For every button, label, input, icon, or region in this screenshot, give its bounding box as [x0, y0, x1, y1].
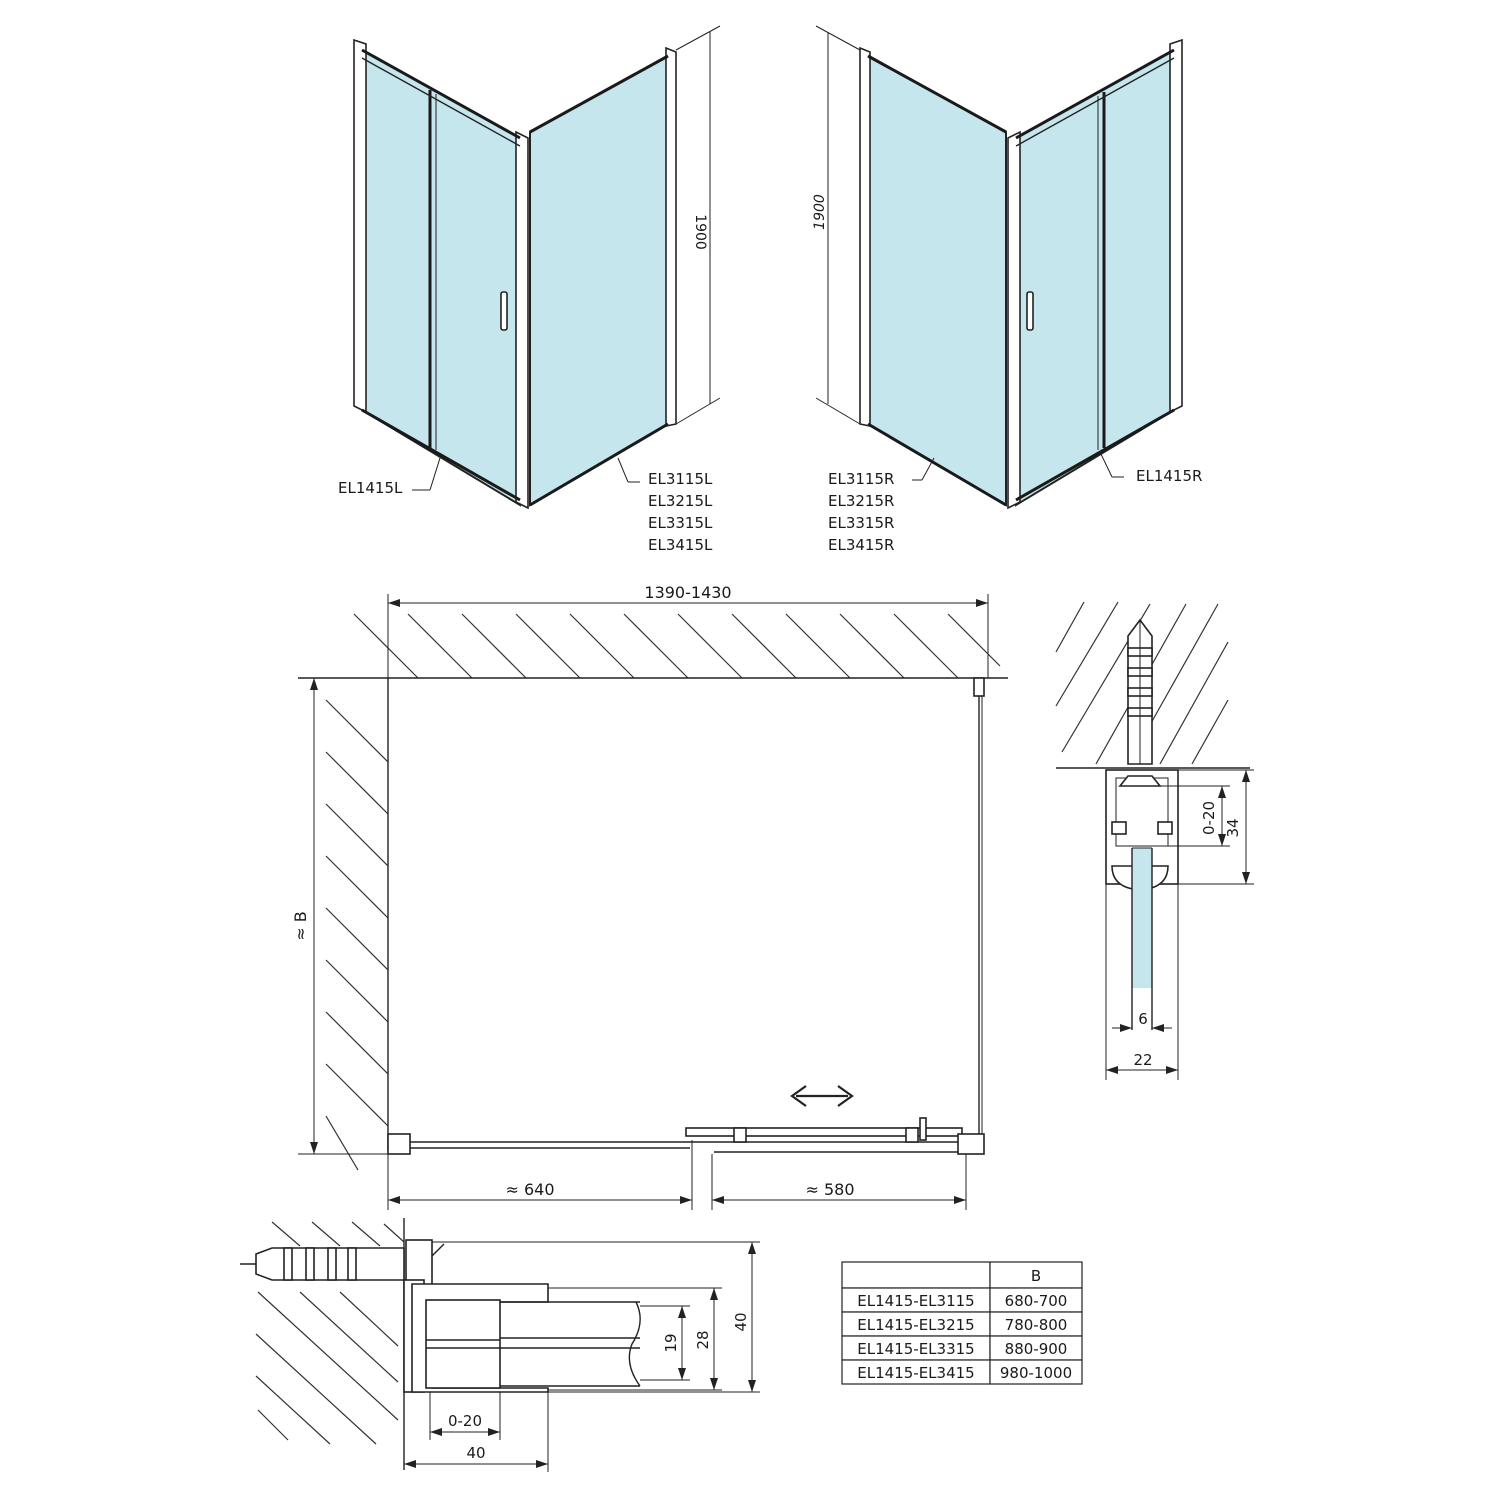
- door-handle: [500, 291, 508, 331]
- panel-label-2: EL3215L: [648, 492, 713, 510]
- top-wall-hatch: [353, 613, 1001, 679]
- door-handle: [1026, 291, 1034, 331]
- table-cell-b: 780-800: [1005, 1316, 1068, 1334]
- table-cell-model: EL1415-EL3215: [857, 1316, 974, 1334]
- table-cell-model: EL1415-EL3415: [857, 1364, 974, 1382]
- perspective-view-right: 1900 EL3115R EL3215R EL3315R EL3415R EL1…: [812, 25, 1202, 554]
- table-cell-b: 980-1000: [1000, 1364, 1072, 1382]
- table-cell-model: EL1415-EL3315: [857, 1340, 974, 1358]
- label-40-vertical: 40: [732, 1312, 750, 1331]
- panel-label-1: EL3115R: [828, 470, 894, 488]
- left-wall-hatch: [325, 699, 389, 1171]
- height-label: 34: [1224, 818, 1242, 837]
- wall-profile-detail: 0-20 34 6 22: [1055, 601, 1254, 1080]
- right-segment-label: ≈ 580: [805, 1180, 854, 1199]
- door-glass-left: [361, 48, 521, 507]
- corner-wall-hatch: [255, 1221, 405, 1445]
- door-glass-right: [1015, 48, 1175, 507]
- floor-profile-detail: 19 28 40 0-20 40: [240, 1218, 760, 1472]
- sliding-direction-arrow: [790, 1085, 854, 1107]
- door-label: EL1415L: [338, 479, 403, 497]
- panel-label-1: EL3115L: [648, 470, 713, 488]
- label-28: 28: [694, 1330, 712, 1349]
- size-table: B EL1415-EL3115 680-700 EL1415-EL3215 78…: [841, 1261, 1083, 1385]
- depth-label: ≈ B: [291, 911, 310, 940]
- plan-view: 1390-1430 ≈ B: [291, 583, 1008, 1210]
- panel-label-3: EL3315L: [648, 514, 713, 532]
- panel-label-4: EL3415L: [648, 536, 713, 554]
- table-cell-b: 680-700: [1005, 1292, 1068, 1310]
- door-label: EL1415R: [1136, 467, 1202, 485]
- adjust-label: 0-20: [448, 1412, 482, 1430]
- label-40-horizontal: 40: [466, 1444, 485, 1462]
- width-label: 1390-1430: [644, 583, 731, 602]
- width-label: 22: [1133, 1051, 1152, 1069]
- perspective-view-left: 1900 EL1415L EL3115L EL3215L EL3315L EL3…: [338, 25, 721, 554]
- panel-label-3: EL3315R: [828, 514, 894, 532]
- label-19: 19: [662, 1333, 680, 1352]
- height-label: 1900: [692, 214, 708, 250]
- height-label: 1900: [812, 194, 828, 230]
- table-header-b: B: [1031, 1267, 1041, 1285]
- table-cell-b: 880-900: [1005, 1340, 1068, 1358]
- panel-label-2: EL3215R: [828, 492, 894, 510]
- panel-label-4: EL3415R: [828, 536, 894, 554]
- glass-label: 6: [1138, 1010, 1148, 1028]
- left-segment-label: ≈ 640: [505, 1180, 554, 1199]
- table-cell-model: EL1415-EL3115: [857, 1292, 974, 1310]
- adjust-label: 0-20: [1200, 801, 1218, 835]
